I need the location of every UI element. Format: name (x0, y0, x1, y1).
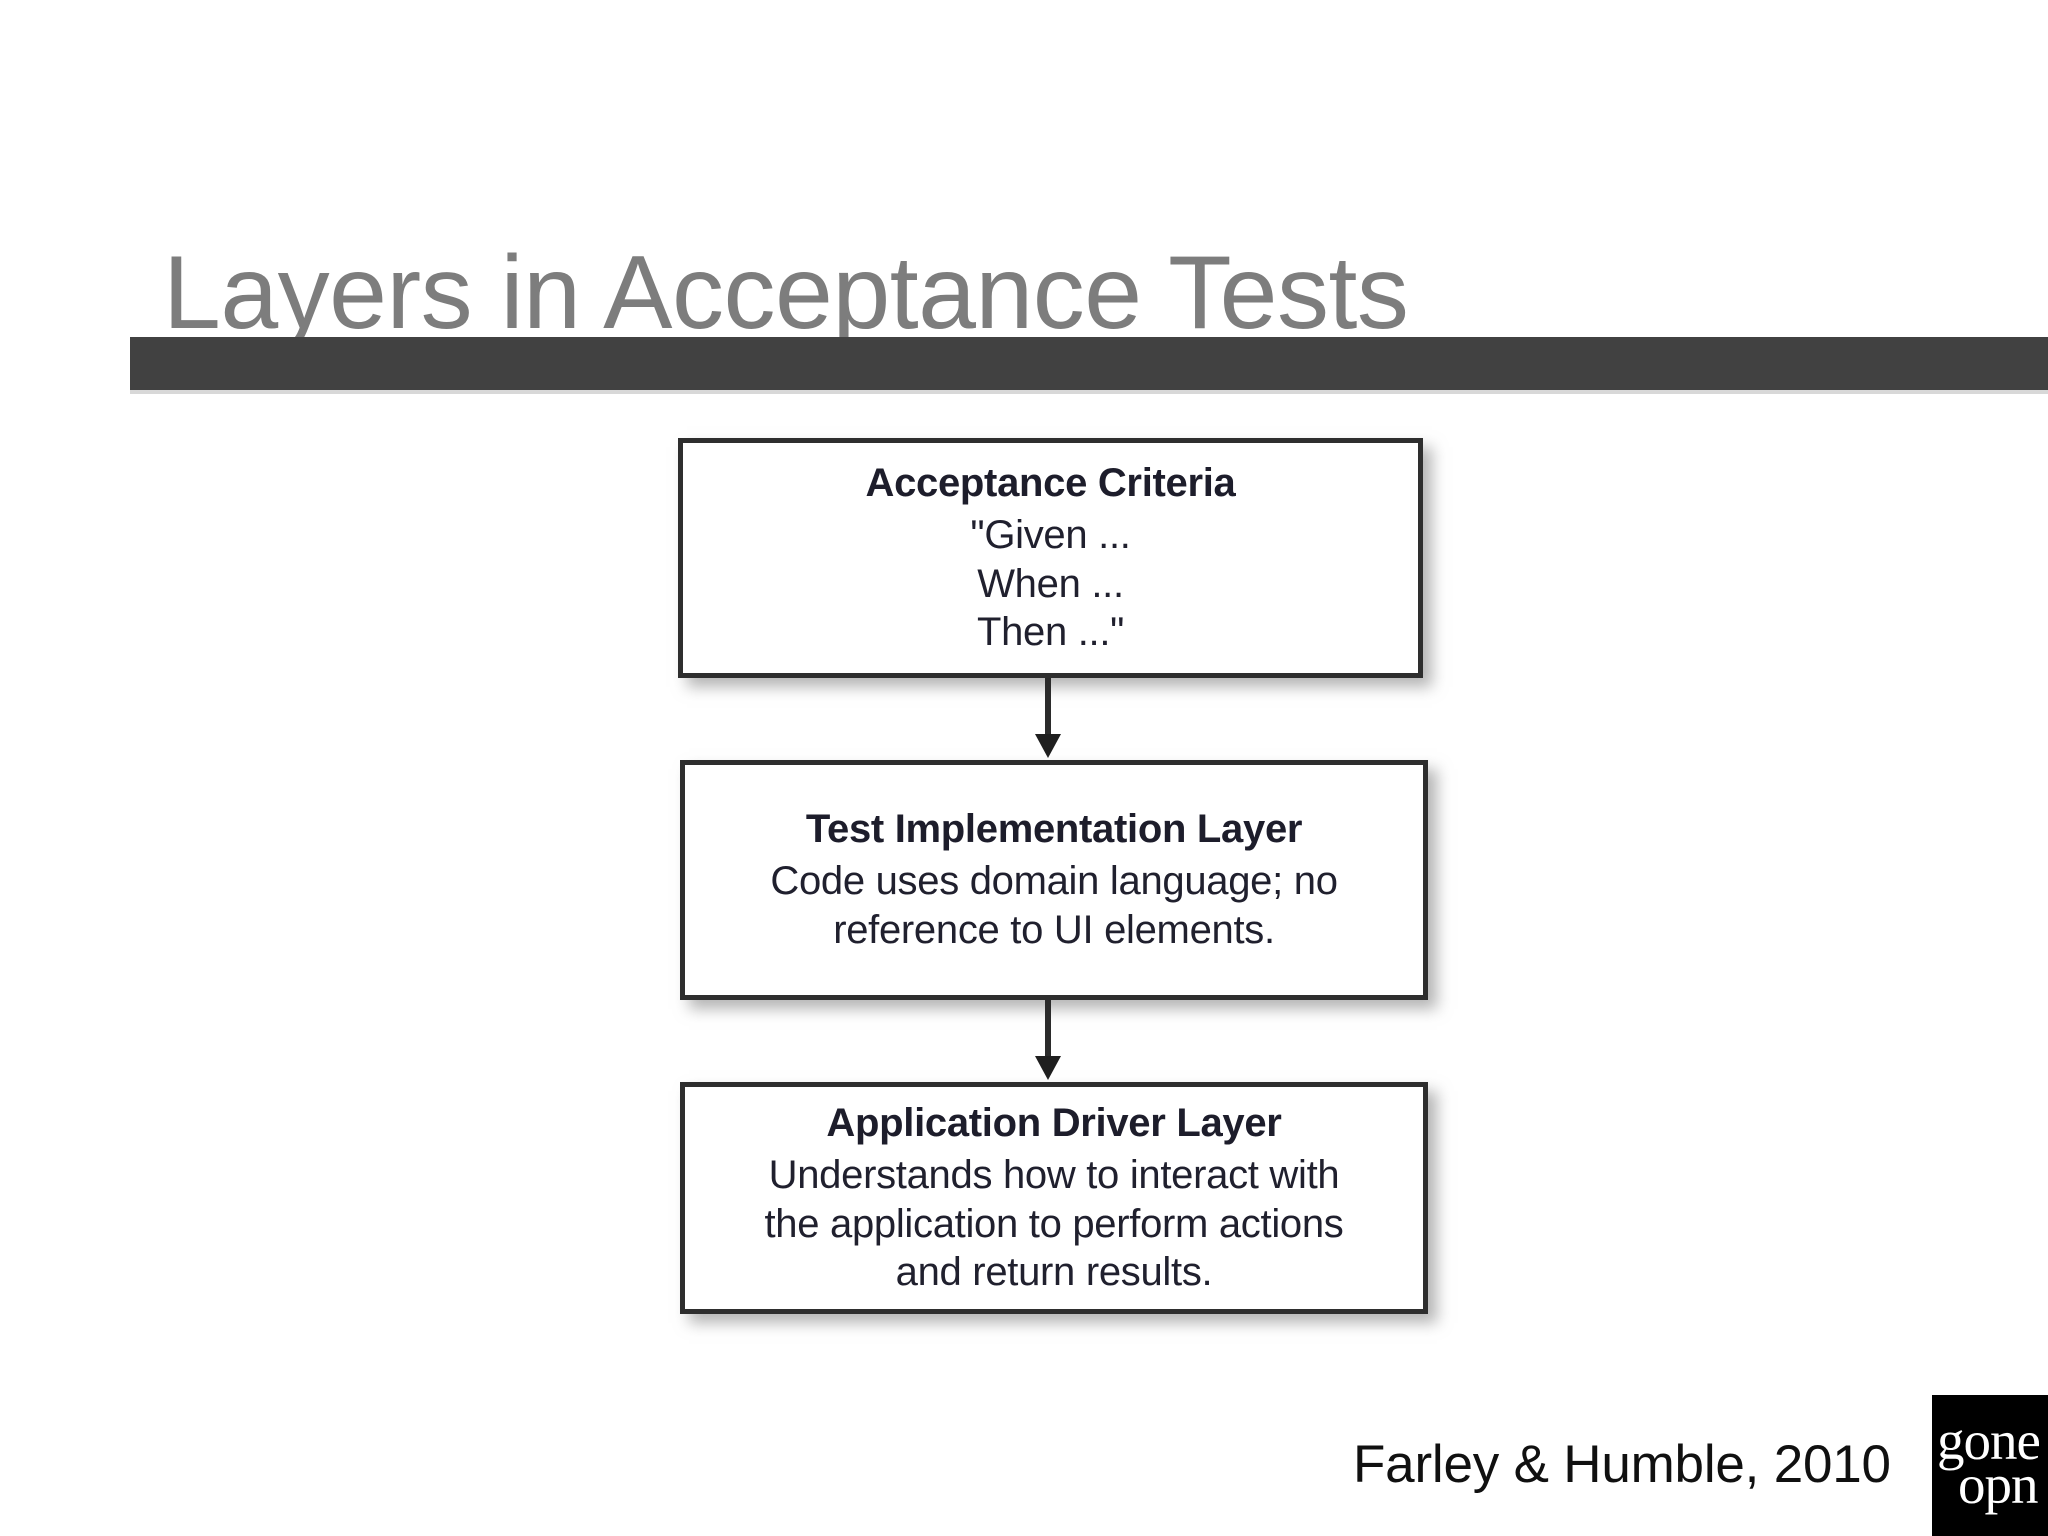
box-title: Application Driver Layer (826, 1100, 1282, 1145)
box-body-line: Then ..." (976, 610, 1125, 655)
box-body-line: When ... (977, 561, 1124, 606)
brand-logo-line-two: opn (1958, 1454, 2038, 1515)
box-body-line: the application to perform actions (764, 1201, 1344, 1246)
arrow-stem (1045, 678, 1051, 736)
title-divider-shadow (130, 390, 2048, 394)
brand-logo: gone opn (1932, 1395, 2048, 1536)
box-body-line: Understands how to interact with (768, 1152, 1340, 1197)
diagram-box-application-driver-layer: Application Driver Layer Understands how… (680, 1082, 1428, 1314)
box-title: Test Implementation Layer (805, 807, 1303, 852)
box-body-line: reference to UI elements. (833, 907, 1275, 952)
arrow-down-icon (1028, 678, 1068, 762)
title-divider-bar (130, 337, 2048, 390)
box-body-line: and return results. (895, 1250, 1213, 1295)
page-title: Layers in Acceptance Tests (163, 234, 1409, 351)
source-attribution: Farley & Humble, 2010 (1353, 1435, 1891, 1494)
box-title: Acceptance Criteria (865, 460, 1236, 505)
arrow-head (1035, 1056, 1061, 1080)
arrow-stem (1045, 1000, 1051, 1058)
arrow-down-icon (1028, 1000, 1068, 1084)
box-body-line: "Given ... (970, 512, 1131, 557)
diagram-box-test-implementation-layer: Test Implementation Layer Code uses doma… (680, 760, 1428, 1000)
arrow-head (1035, 734, 1061, 758)
brand-logo-line-one: gone (1937, 1410, 2041, 1471)
diagram-box-acceptance-criteria: Acceptance Criteria "Given ... When ... … (678, 438, 1423, 678)
box-body-line: Code uses domain language; no (770, 859, 1338, 904)
